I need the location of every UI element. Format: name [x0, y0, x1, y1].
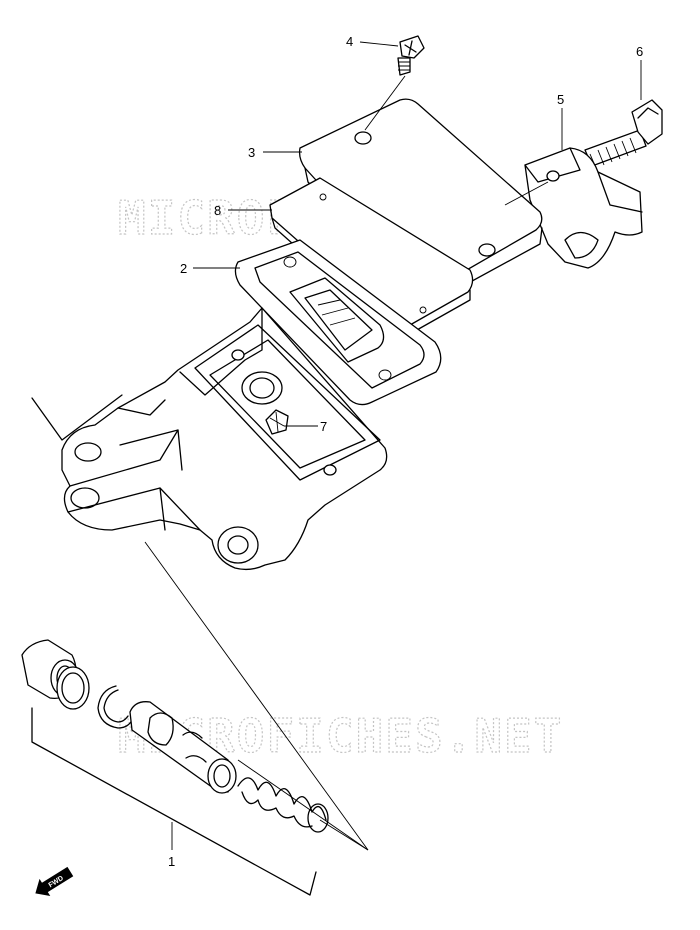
callout-8: 8 [214, 203, 221, 218]
part-5-clamp[interactable] [524, 147, 643, 269]
callout-3: 3 [248, 145, 255, 160]
callout-2: 2 [180, 261, 187, 276]
leader-line-5b [504, 181, 549, 206]
fwd-label: FWD [48, 875, 65, 889]
piston-kit-spring[interactable] [237, 777, 329, 833]
callout-5: 5 [557, 92, 564, 107]
callout-6: 6 [636, 44, 643, 59]
assembly-1-bracket [31, 707, 317, 896]
piston-kit-circlip[interactable] [97, 685, 133, 729]
part-7-seal[interactable] [265, 409, 289, 435]
master-cylinder-body[interactable] [61, 307, 388, 571]
leader-line-4 [359, 41, 399, 47]
piston-kit-piston[interactable] [129, 701, 237, 794]
assembly-guide-upper [31, 394, 123, 441]
forward-arrow-icon: FWD [35, 866, 74, 897]
part-2-diaphragm[interactable] [234, 239, 442, 406]
leader-line-4b [364, 75, 406, 131]
assembly-guide-lower [144, 541, 369, 851]
piston-kit-washer[interactable] [56, 666, 90, 710]
callout-7: 7 [320, 419, 327, 434]
part-4-screw[interactable] [397, 35, 425, 76]
callout-4: 4 [346, 34, 353, 49]
part-6-bolt[interactable] [584, 99, 663, 169]
callout-1: 1 [168, 854, 175, 869]
